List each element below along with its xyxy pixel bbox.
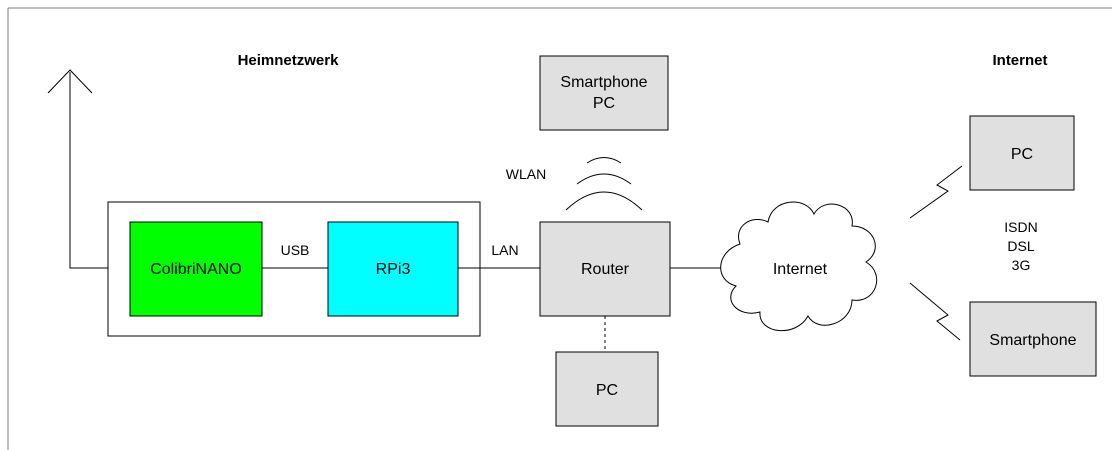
wlan-wave-inner-icon (586, 157, 622, 164)
wlan-wave-outer-icon (565, 191, 643, 211)
lan-pc-label: PC (596, 382, 618, 399)
wlan-device-label-line2: PC (593, 95, 615, 112)
rpi3-box (327, 221, 459, 317)
remote-smartphone-label: Smartphone (989, 332, 1076, 349)
internet-heading: Internet (992, 52, 1047, 69)
internet-cloud-label: Internet (773, 261, 828, 278)
antenna-arrow-icon (47, 69, 93, 94)
wlan-wave-middle-icon (576, 173, 632, 185)
access-tech-dsl: DSL (1007, 238, 1034, 254)
remote-pc-box (969, 115, 1075, 191)
colibri-nano-label: ColibriNANO (150, 261, 242, 278)
remote-pc-label: PC (1011, 146, 1033, 163)
rpi3-label: RPi3 (376, 261, 411, 278)
router-label: Router (581, 261, 630, 278)
lightning-link-pc-icon (909, 165, 963, 219)
wlan-device-box (539, 55, 669, 131)
remote-smartphone-box (969, 301, 1097, 377)
lan-pc-box (555, 351, 659, 427)
access-tech-isdn: ISDN (1004, 219, 1037, 235)
lightning-link-smartphone-icon (909, 282, 961, 341)
colibri-nano-box (129, 221, 263, 317)
lan-label: LAN (491, 242, 518, 258)
usb-label: USB (281, 242, 310, 258)
internet-cloud-icon (720, 201, 878, 331)
wlan-device-label-line1: Smartphone (560, 74, 647, 91)
access-tech-3g: 3G (1012, 257, 1031, 273)
antenna-line (69, 72, 108, 269)
wlan-label: WLAN (506, 166, 546, 182)
router-box (539, 221, 671, 317)
home-network-heading: Heimnetzwerk (238, 52, 340, 69)
